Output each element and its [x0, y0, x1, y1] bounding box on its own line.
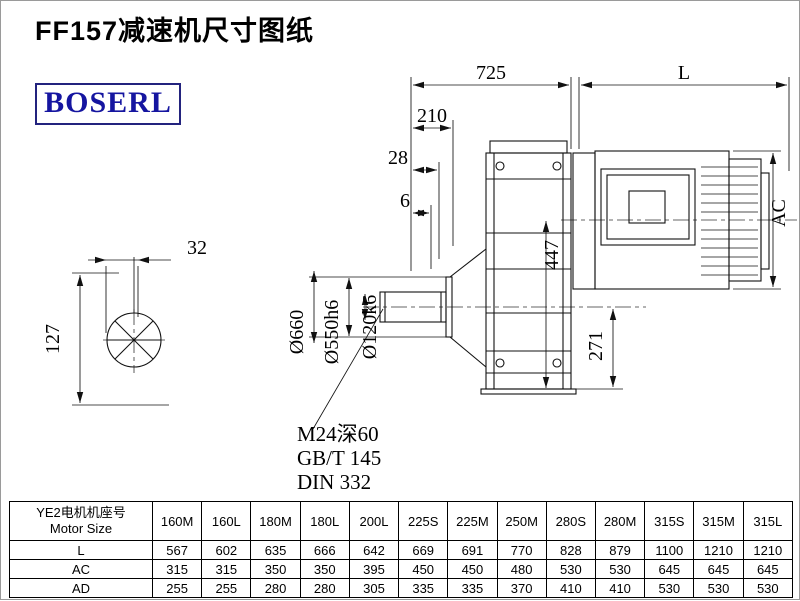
note-tap: M24深60	[297, 422, 379, 446]
dim-447: 447	[541, 240, 563, 270]
dim-725: 725	[476, 62, 506, 84]
dimension-value-cell: 280	[250, 578, 301, 598]
dimension-value-cell: 335	[447, 578, 498, 598]
dimension-value-cell: 691	[447, 540, 498, 560]
dim-dia660: Ø660	[286, 310, 308, 354]
size-column-header: 160M	[151, 501, 203, 541]
dimension-value-cell: 666	[299, 540, 350, 560]
dim-271: 271	[585, 331, 607, 361]
size-column-header: 225M	[447, 501, 498, 541]
motor-fins	[701, 166, 758, 276]
dimension-value-cell: 645	[693, 559, 744, 579]
dimension-value-cell: 350	[250, 559, 301, 579]
row-label: AC	[9, 559, 153, 579]
dimension-value-cell: 635	[250, 540, 301, 560]
note-din332: DIN 332	[297, 470, 371, 494]
motor-size-header-en: Motor Size	[49, 521, 113, 536]
page-title: FF157减速机尺寸图纸	[35, 16, 315, 46]
dim-dia550: Ø550h6	[321, 300, 343, 364]
dim-32: 32	[187, 237, 207, 259]
dimension-value-cell: 280	[299, 578, 350, 598]
dim-AC: AC	[768, 199, 790, 227]
dimension-value-cell: 305	[348, 578, 400, 598]
dimension-value-cell: 450	[447, 559, 498, 579]
centerlines	[103, 219, 797, 373]
dimension-value-cell: 335	[398, 578, 449, 598]
note-gbt145: GB/T 145	[297, 446, 381, 470]
dim-210: 210	[417, 105, 447, 127]
dimension-value-cell: 530	[742, 578, 794, 598]
dimension-value-cell: 645	[742, 559, 794, 579]
size-column-header: 280M	[594, 501, 646, 541]
dimension-value-cell: 879	[594, 540, 646, 560]
dimension-value-cell: 530	[644, 578, 695, 598]
dimension-value-cell: 1210	[742, 540, 794, 560]
size-column-header: 315M	[693, 501, 744, 541]
dimension-value-cell: 567	[151, 540, 203, 560]
size-column-header: 315S	[644, 501, 695, 541]
dimension-value-cell: 255	[151, 578, 203, 598]
size-column-header: 180M	[250, 501, 301, 541]
dim-L: L	[678, 62, 690, 84]
size-column-header: 180L	[299, 501, 350, 541]
dimension-value-cell: 450	[398, 559, 449, 579]
dimension-value-cell: 669	[398, 540, 449, 560]
motor-size-header-cn: YE2电机机座号	[36, 505, 126, 520]
gearbox-housing	[379, 140, 577, 395]
size-column-header: 315L	[742, 501, 794, 541]
dim-6: 6	[400, 190, 410, 212]
dimension-value-cell: 828	[545, 540, 596, 560]
motor-size-header: YE2电机机座号 Motor Size	[9, 501, 153, 541]
size-column-header: 250M	[496, 501, 547, 541]
dimension-value-cell: 315	[151, 559, 203, 579]
dimension-value-cell: 350	[299, 559, 350, 579]
dim-127: 127	[42, 324, 64, 354]
size-column-header: 160L	[201, 501, 252, 541]
dimension-value-cell: 370	[496, 578, 547, 598]
dimension-labels: 725 L 210 28 6 32 127 447 271 AC Ø660 Ø5…	[42, 62, 790, 494]
dimension-value-cell: 410	[545, 578, 596, 598]
motor	[572, 150, 770, 290]
row-label: L	[9, 540, 153, 560]
dimension-value-cell: 315	[201, 559, 252, 579]
dimension-value-cell: 645	[644, 559, 695, 579]
shaft-end-view	[106, 257, 162, 368]
dimension-value-cell: 1100	[644, 540, 695, 560]
row-label: AD	[9, 578, 153, 598]
dim-dia120: Ø120k6	[359, 295, 381, 359]
size-column-header: 280S	[545, 501, 596, 541]
dimension-value-cell: 1210	[693, 540, 744, 560]
brand-logo: BOSERL	[35, 83, 181, 125]
dimension-value-cell: 255	[201, 578, 252, 598]
dimension-value-cell: 530	[693, 578, 744, 598]
dimension-value-cell: 530	[545, 559, 596, 579]
dimension-value-cell: 770	[496, 540, 547, 560]
dim-28: 28	[388, 147, 408, 169]
dimension-value-cell: 480	[496, 559, 547, 579]
dimension-value-cell: 642	[348, 540, 400, 560]
dimension-value-cell: 395	[348, 559, 400, 579]
dimension-value-cell: 530	[594, 559, 646, 579]
dimension-value-cell: 410	[594, 578, 646, 598]
dimension-lines	[72, 77, 790, 430]
size-column-header: 225S	[398, 501, 449, 541]
size-column-header: 200L	[348, 501, 400, 541]
dimension-value-cell: 602	[201, 540, 252, 560]
